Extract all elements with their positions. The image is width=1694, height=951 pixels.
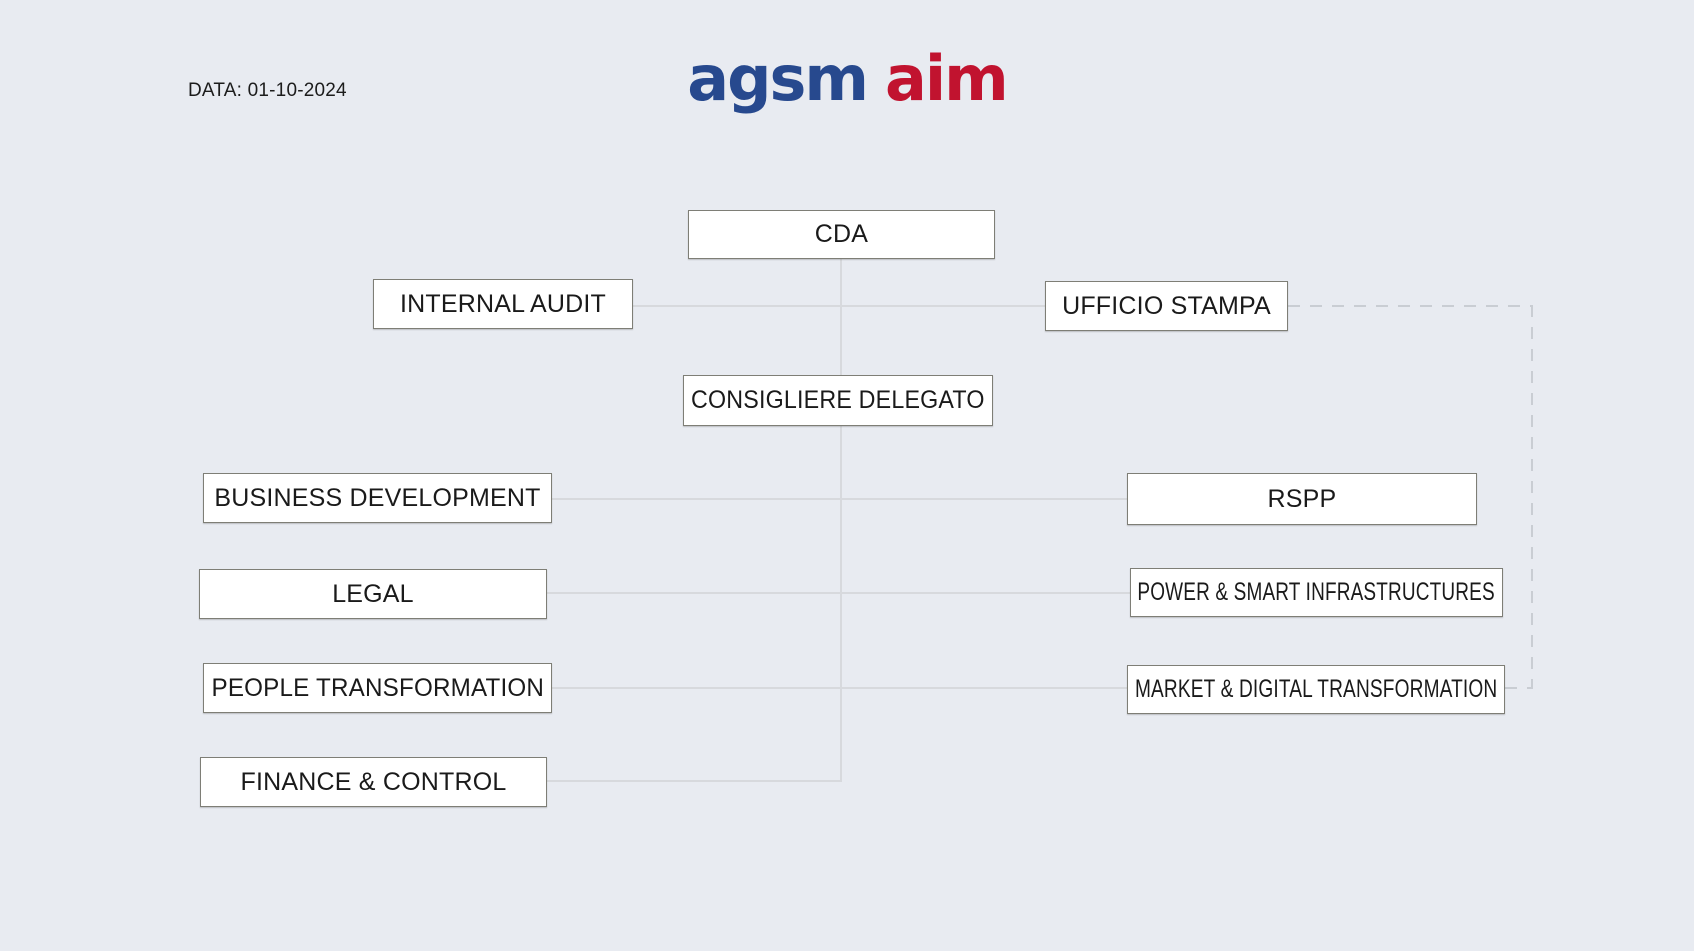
connector-trunk-vertical <box>840 259 842 782</box>
connector-internal-audit-ufficio-stampa <box>633 305 1045 307</box>
org-node-label: MARKET & DIGITAL TRANSFORMATION <box>1134 675 1498 703</box>
org-node-internal-audit: INTERNAL AUDIT <box>373 279 633 329</box>
org-node-label: FINANCE & CONTROL <box>240 767 507 796</box>
connector-finance-control <box>547 780 842 782</box>
dashed-connector-ufficio-stampa-right <box>1288 305 1533 307</box>
org-node-rspp: RSPP <box>1127 473 1477 525</box>
org-node-label: PEOPLE TRANSFORMATION <box>211 673 544 702</box>
connector-business-development-rspp <box>552 498 1127 500</box>
org-node-legal: LEGAL <box>199 569 547 619</box>
logo-word-aim: aim <box>885 42 1009 115</box>
org-node-consigliere-delegato: CONSIGLIERE DELEGATO <box>683 375 993 426</box>
org-node-market-digital-transformation: MARKET & DIGITAL TRANSFORMATION <box>1127 665 1505 714</box>
org-node-label: LEGAL <box>332 579 414 608</box>
org-node-label: BUSINESS DEVELOPMENT <box>214 483 541 512</box>
org-node-label: INTERNAL AUDIT <box>399 289 607 318</box>
org-node-label: CONSIGLIERE DELEGATO <box>691 386 985 414</box>
org-node-people-transformation: PEOPLE TRANSFORMATION <box>203 663 552 713</box>
org-node-cda: CDA <box>688 210 995 259</box>
dashed-connector-market-right <box>1505 687 1533 689</box>
logo-word-agsm: agsm <box>687 42 869 115</box>
org-node-ufficio-stampa: UFFICIO STAMPA <box>1045 281 1288 331</box>
org-node-label: RSPP <box>1267 484 1337 513</box>
connector-people-market <box>552 687 1127 689</box>
org-node-label: CDA <box>814 220 869 248</box>
org-node-label: POWER & SMART INFRASTRUCTURES <box>1137 578 1496 606</box>
date-label: DATA: 01-10-2024 <box>188 80 347 101</box>
org-node-business-development: BUSINESS DEVELOPMENT <box>203 473 552 523</box>
dashed-connector-vertical <box>1531 305 1533 689</box>
org-node-power-smart-infrastructures: POWER & SMART INFRASTRUCTURES <box>1130 568 1503 617</box>
org-node-label: UFFICIO STAMPA <box>1062 291 1271 320</box>
connector-legal-power <box>547 592 1130 594</box>
org-node-finance-control: FINANCE & CONTROL <box>200 757 547 807</box>
